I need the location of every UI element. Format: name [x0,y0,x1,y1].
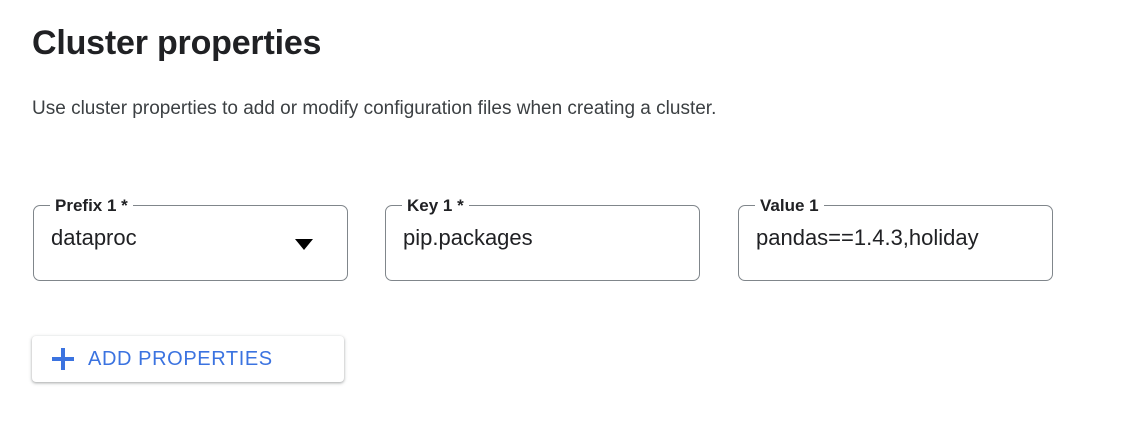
properties-fields-row: Prefix 1 * dataproc Key 1 * pip.packages… [0,195,1122,285]
key-1-input[interactable]: Key 1 * pip.packages [385,195,700,281]
value-1-input[interactable]: Value 1 pandas==1.4.3,holiday [738,195,1053,281]
prefix-1-label: Prefix 1 * [50,195,133,217]
value-1-label: Value 1 [755,195,824,217]
key-1-value: pip.packages [403,225,533,250]
page-title: Cluster properties [32,24,322,62]
add-properties-button-label: ADD PROPERTIES [88,348,273,370]
add-properties-button[interactable]: ADD PROPERTIES [32,336,344,382]
page-description: Use cluster properties to add or modify … [32,98,717,119]
key-1-label: Key 1 * [402,195,469,217]
prefix-1-value: dataproc [51,225,137,250]
prefix-1-select[interactable]: Prefix 1 * dataproc [33,195,348,281]
value-1-value: pandas==1.4.3,holiday [756,225,979,250]
chevron-down-icon[interactable] [295,239,313,250]
plus-icon [52,348,74,370]
